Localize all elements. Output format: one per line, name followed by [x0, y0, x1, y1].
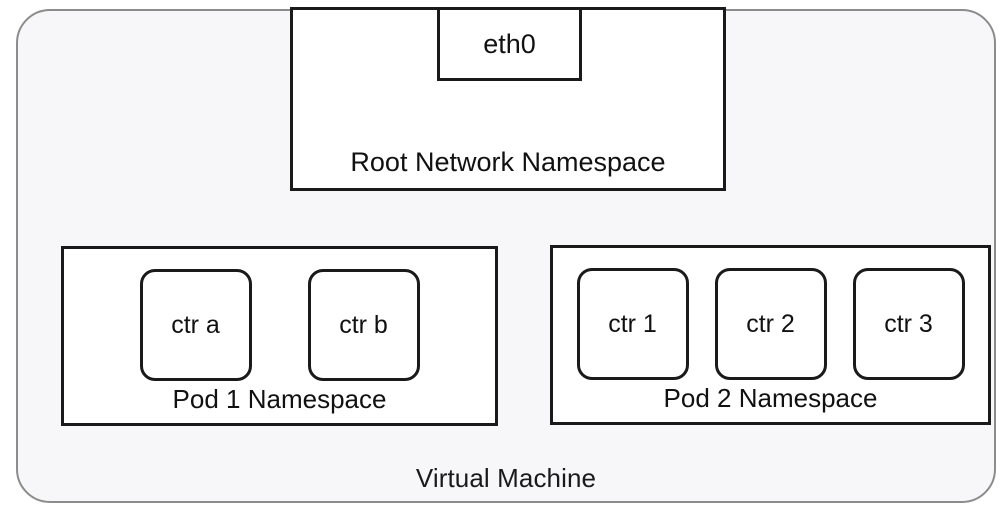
- container-ctr-2-label: ctr 2: [746, 309, 795, 338]
- pod-1-namespace-label: Pod 1 Namespace: [172, 384, 387, 414]
- root-network-namespace-box: eth0 Root Network Namespace: [290, 7, 726, 191]
- container-ctr-2: ctr 2: [714, 268, 827, 380]
- eth0-interface-box: eth0: [437, 7, 582, 81]
- container-ctr-b-label: ctr b: [339, 310, 388, 339]
- pod-1-namespace-box: ctr a ctr b Pod 1 Namespace: [61, 246, 498, 426]
- container-ctr-1: ctr 1: [576, 268, 689, 380]
- pod-1-container-row: ctr a ctr b: [64, 269, 495, 381]
- container-ctr-a-label: ctr a: [171, 310, 220, 339]
- container-ctr-3: ctr 3: [852, 268, 965, 380]
- virtual-machine-label: Virtual Machine: [415, 463, 597, 493]
- container-ctr-a: ctr a: [139, 269, 252, 381]
- pod-2-namespace-label: Pod 2 Namespace: [663, 383, 878, 413]
- container-ctr-3-label: ctr 3: [884, 309, 933, 338]
- pod-2-container-row: ctr 1 ctr 2 ctr 3: [553, 268, 988, 380]
- container-ctr-b: ctr b: [307, 269, 420, 381]
- container-ctr-1-label: ctr 1: [608, 309, 657, 338]
- eth0-interface-label: eth0: [483, 28, 536, 59]
- pod-2-namespace-box: ctr 1 ctr 2 ctr 3 Pod 2 Namespace: [550, 245, 991, 425]
- root-network-namespace-label: Root Network Namespace: [350, 147, 666, 177]
